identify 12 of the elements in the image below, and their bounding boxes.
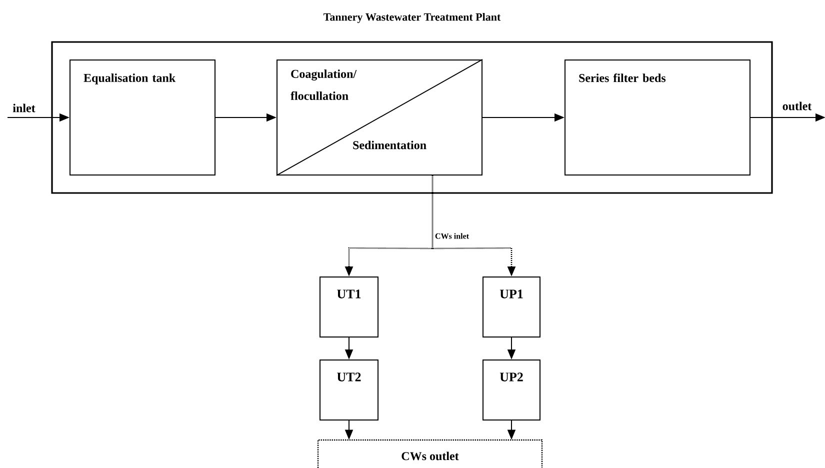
process-box: Series filter beds (564, 60, 750, 176)
unit-box: UT2 (320, 359, 378, 420)
outlet-channel: CWs outlet (317, 439, 543, 468)
process-box: Equalisation tank (70, 60, 216, 176)
unit-box: UP2 (482, 359, 540, 420)
node-label: Tannery Wastewater Treatment Plant (324, 13, 501, 23)
edge-label: CWs inlet (434, 232, 470, 240)
edge-label: inlet (12, 102, 36, 114)
edge-label: outlet (781, 100, 813, 112)
unit-box: UP1 (482, 276, 540, 338)
unit-box: UT1 (320, 276, 378, 338)
split-process-box: Coagulation/ flocullation Sedimentation (276, 59, 483, 176)
